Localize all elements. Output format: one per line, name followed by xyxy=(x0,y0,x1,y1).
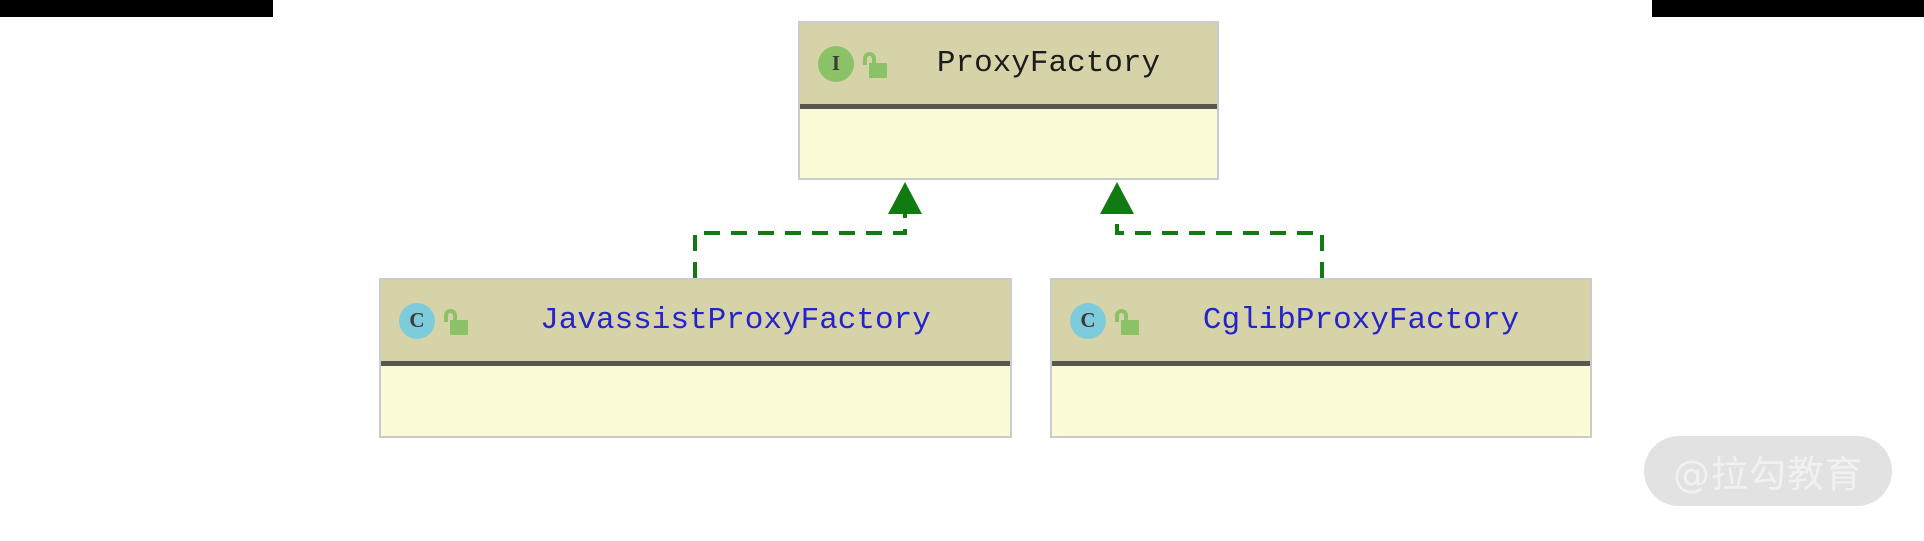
crop-bar-top-left xyxy=(0,0,273,17)
uml-node-header: I ProxyFactory xyxy=(800,23,1217,109)
uml-node-title: JavassistProxyFactory xyxy=(540,303,931,338)
uml-node-javassist-proxy-factory[interactable]: C JavassistProxyFactory xyxy=(379,278,1012,438)
uml-node-header: C JavassistProxyFactory xyxy=(381,280,1010,366)
crop-bar-top-right xyxy=(1652,0,1924,17)
uml-node-members xyxy=(800,109,1217,173)
unlocked-padlock-icon xyxy=(443,307,469,335)
uml-node-members xyxy=(381,366,1010,431)
uml-node-title: CglibProxyFactory xyxy=(1202,303,1520,338)
class-stereotype-icon: C xyxy=(1070,302,1106,339)
uml-node-members xyxy=(1052,366,1590,431)
uml-node-header: C CglibProxyFactory xyxy=(1052,280,1590,366)
edge-cglib-implements-proxyfactory xyxy=(1100,182,1324,278)
watermark-text: @拉勾教育 xyxy=(1673,453,1863,496)
edge-javassist-implements-proxyfactory xyxy=(693,182,922,278)
uml-node-title: ProxyFactory xyxy=(936,46,1161,81)
uml-node-proxy-factory[interactable]: I ProxyFactory xyxy=(798,21,1219,180)
uml-node-cglib-proxy-factory[interactable]: C CglibProxyFactory xyxy=(1050,278,1592,438)
unlocked-padlock-icon xyxy=(1114,307,1140,335)
unlocked-padlock-icon xyxy=(862,50,888,78)
watermark: @拉勾教育 xyxy=(1644,436,1892,506)
interface-stereotype-icon: I xyxy=(818,45,854,82)
class-stereotype-icon: C xyxy=(399,302,435,339)
